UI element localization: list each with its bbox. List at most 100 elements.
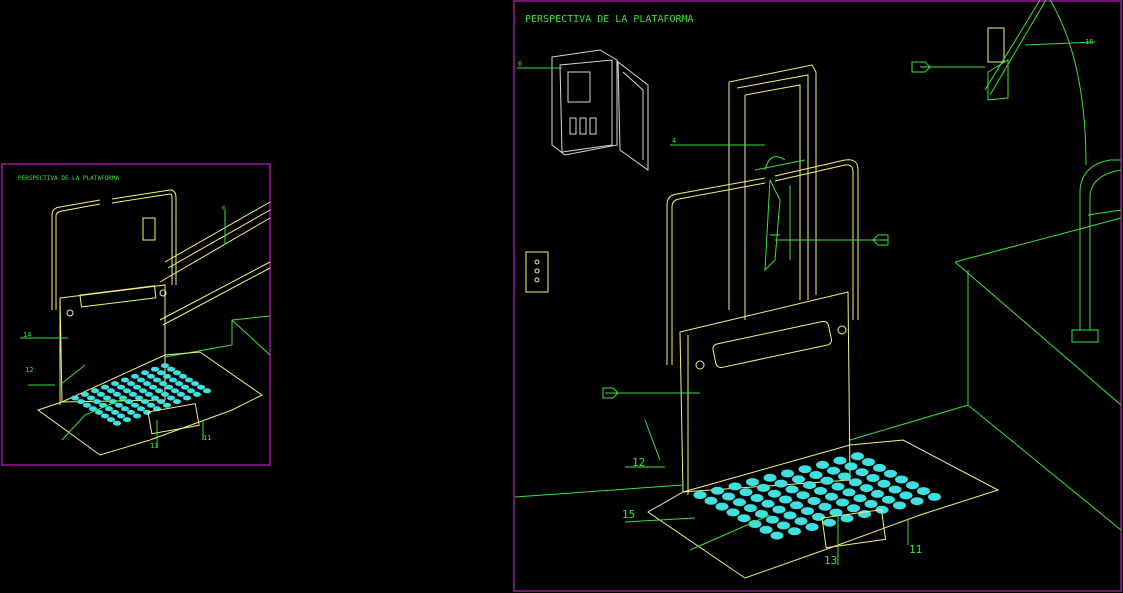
tread-stud	[855, 468, 869, 477]
tread-stud	[838, 472, 851, 481]
tread-stud	[101, 413, 109, 419]
tread-stud	[864, 500, 878, 508]
tread-stud	[113, 391, 121, 397]
tread-stud	[81, 391, 89, 397]
tread-stud	[715, 502, 729, 511]
tread-stud	[862, 458, 875, 467]
tread-stud	[733, 498, 746, 507]
tread-stud	[798, 465, 812, 474]
tread-stud	[866, 474, 880, 482]
call-button-panel	[525, 251, 549, 293]
tread-stud	[157, 399, 165, 405]
tread-stud	[785, 485, 799, 494]
tread-stud	[906, 481, 919, 490]
tread-stud	[153, 377, 161, 383]
tread-stud	[183, 395, 191, 401]
lift-mechanism	[754, 156, 806, 272]
tread-stud	[117, 413, 125, 419]
tread-stud	[141, 399, 149, 405]
tread-stud	[812, 512, 825, 521]
tread-studs	[71, 363, 211, 426]
tread-stud	[842, 488, 856, 497]
tread-stud	[95, 409, 103, 415]
tread-stud	[173, 370, 181, 376]
tread-stud	[179, 373, 187, 379]
callout-13: 13	[150, 442, 158, 450]
tread-stud	[91, 388, 99, 394]
tread-stud	[794, 517, 808, 526]
backboard-slot	[79, 285, 157, 308]
tread-stud	[161, 391, 169, 397]
tread-stud	[759, 525, 773, 534]
tread-stud	[783, 511, 797, 520]
tread-stud	[175, 381, 183, 387]
tread-stud	[155, 388, 163, 394]
tread-stud	[147, 402, 155, 408]
tread-stud	[849, 478, 862, 487]
wall-switch-panel	[987, 27, 1005, 63]
tread-stud	[117, 384, 125, 390]
tread-stud	[888, 485, 902, 494]
tread-stud	[145, 391, 153, 397]
callout-4: 4	[672, 137, 676, 145]
tread-stud	[770, 531, 784, 540]
tread-stud	[133, 413, 141, 419]
tread-stud	[193, 391, 201, 397]
tread-stud	[149, 384, 157, 390]
tread-stud	[910, 497, 924, 506]
tread-stud	[693, 491, 707, 499]
tread-stud	[107, 417, 115, 423]
tread-stud	[137, 406, 145, 412]
tread-step	[821, 509, 887, 549]
tread-stud	[139, 388, 147, 394]
tread-stud	[103, 395, 111, 401]
stair-handrail	[159, 201, 271, 326]
tread-stud	[763, 473, 777, 482]
tread-stud	[884, 469, 897, 478]
callout-12: 12	[632, 456, 645, 469]
tread-stud	[899, 491, 913, 500]
tread-stud	[809, 471, 823, 479]
left-view-frame	[1, 163, 271, 466]
tread-stud	[131, 402, 139, 408]
tread-stud	[825, 492, 838, 501]
tread-stud	[123, 388, 131, 394]
lift-column	[728, 64, 817, 320]
tread-stud	[895, 475, 908, 484]
tread-stud	[141, 370, 149, 376]
tread-stud	[163, 402, 171, 408]
room-outline	[514, 0, 1122, 531]
right-view-frame	[513, 0, 1122, 592]
callout-15: 15	[622, 508, 635, 521]
tread-stud	[121, 377, 129, 383]
tread-stud	[766, 515, 779, 524]
tread-stud	[121, 406, 129, 412]
tread-stud	[93, 399, 101, 405]
platform-backboard	[679, 291, 851, 495]
tread-stud	[127, 381, 135, 387]
tread-stud	[704, 496, 718, 505]
right-callout-lines	[517, 41, 1096, 565]
tread-stud	[818, 502, 832, 511]
left-view: PERSPECTIVA DE LA PLATAFORMA 6 14 12 13 …	[1, 163, 271, 466]
right-view: PERSPECTIVA DE LA PLATAFORMA	[513, 0, 1122, 592]
left-view-title: PERSPECTIVA DE LA PLATAFORMA	[18, 175, 120, 182]
stair-steps	[164, 315, 271, 358]
tread-stud	[772, 505, 786, 514]
tread-stud	[137, 377, 145, 383]
tread-stud	[781, 469, 794, 478]
callout-6: 6	[518, 60, 522, 68]
tread-stud	[851, 452, 864, 461]
tread-stud	[163, 373, 171, 379]
tread-stud	[111, 409, 119, 415]
tread-stud	[847, 504, 860, 513]
floor-plate	[647, 439, 1000, 579]
tread-stud	[151, 366, 159, 372]
tread-stud	[777, 521, 790, 530]
tread-stud	[893, 501, 906, 510]
right-view-title: PERSPECTIVA DE LA PLATAFORMA	[525, 14, 694, 25]
tread-stud	[197, 384, 205, 390]
tread-stud	[167, 395, 175, 401]
tread-stud	[840, 514, 854, 523]
